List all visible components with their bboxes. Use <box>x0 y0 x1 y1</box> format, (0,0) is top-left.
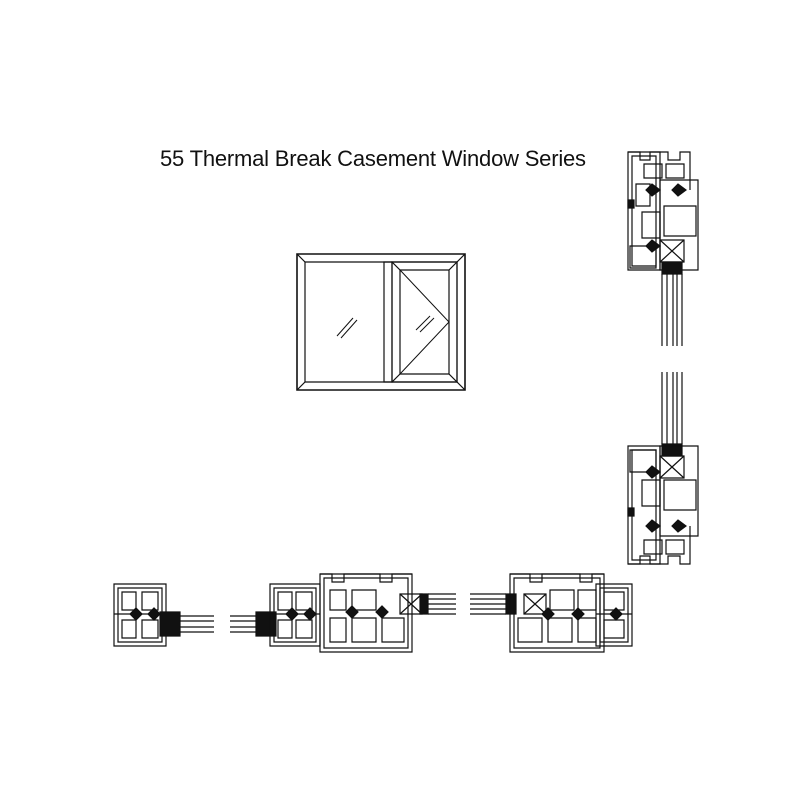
mullion-section <box>230 574 456 652</box>
diagram-title: 55 Thermal Break Casement Window Series <box>160 146 586 171</box>
head-section <box>628 152 698 346</box>
fixed-pane <box>337 318 357 338</box>
jamb-right-section <box>470 574 632 652</box>
window-elevation <box>297 254 465 390</box>
jamb-left-section <box>114 584 214 646</box>
sill-section <box>628 372 698 564</box>
casement-sash <box>392 262 457 382</box>
